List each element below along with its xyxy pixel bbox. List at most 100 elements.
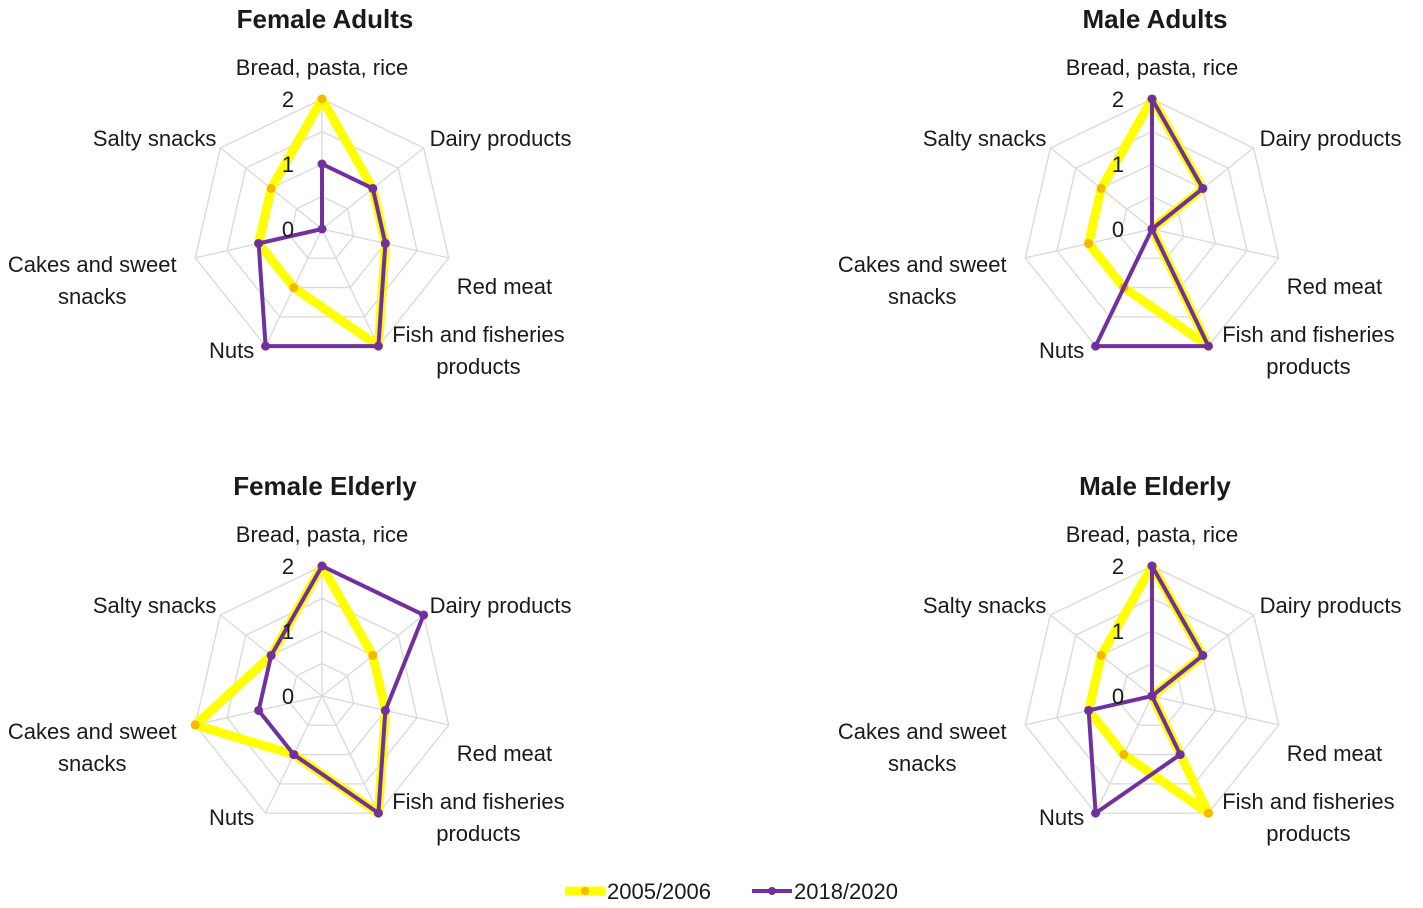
panel-title: Female Elderly [233, 471, 417, 501]
data-point [317, 159, 327, 169]
series-line [1086, 564, 1205, 816]
data-point [254, 238, 264, 248]
tick-label: 0 [282, 217, 294, 242]
tick-label: 0 [282, 684, 294, 709]
legend-label: 2018/2020 [794, 879, 898, 904]
data-point [1203, 341, 1213, 351]
series-2018-2020 [254, 561, 429, 818]
category-label-dairy-products: Dairy products [1260, 126, 1402, 151]
series-line [256, 564, 426, 816]
category-label-red-meat: Red meat [1287, 741, 1382, 766]
panel-title: Female Adults [237, 4, 414, 34]
data-point [368, 650, 378, 660]
data-point [1119, 750, 1129, 760]
grid-ring [1024, 565, 1280, 814]
panel-title: Male Adults [1083, 4, 1228, 34]
data-point [1198, 183, 1208, 193]
category-label-bread-pasta-rice: Bread, pasta, rice [236, 55, 408, 80]
data-point [317, 224, 327, 234]
grid-ring [289, 195, 355, 259]
grid-ring [289, 662, 355, 726]
tick-label: 2 [282, 554, 294, 579]
data-point [373, 341, 383, 351]
data-point [1084, 705, 1094, 715]
data-point [289, 283, 299, 293]
data-point [380, 238, 390, 248]
tick-label: 2 [1112, 554, 1124, 579]
data-point [317, 561, 327, 571]
legend-item-2018-2020: 2018/2020 [752, 879, 898, 904]
data-point [1147, 224, 1157, 234]
category-label-nuts: Nuts [209, 338, 254, 363]
category-label-red-meat: Red meat [1287, 274, 1382, 299]
tick-label: 0 [1112, 684, 1124, 709]
data-point [289, 750, 299, 760]
category-label-dairy-products: Dairy products [430, 126, 572, 151]
data-point [1203, 808, 1213, 818]
data-point [1147, 561, 1157, 571]
legend-marker [581, 887, 589, 895]
legend: 2005/2006 2018/2020 [565, 879, 898, 904]
data-point [1091, 341, 1101, 351]
tick-label: 0 [1112, 217, 1124, 242]
grid-spoke [1151, 695, 1279, 726]
data-point [261, 341, 271, 351]
tick-label: 1 [282, 619, 294, 644]
grid-ring [226, 130, 418, 318]
data-point [254, 705, 264, 715]
series-2018-2020 [1091, 94, 1213, 351]
grid-ring [226, 597, 418, 785]
grid-spoke [1151, 228, 1279, 259]
grid-spoke [321, 228, 379, 347]
data-point [1084, 238, 1094, 248]
category-label-bread-pasta-rice: Bread, pasta, rice [1066, 55, 1238, 80]
legend-marker [768, 887, 776, 895]
series-2018-2020 [1084, 561, 1208, 818]
category-label-salty-snacks: Salty snacks [93, 126, 217, 151]
data-point [190, 720, 200, 730]
category-label-nuts: Nuts [1039, 338, 1084, 363]
category-label-salty-snacks: Salty snacks [93, 593, 217, 618]
data-point [1147, 691, 1157, 701]
grid-ring [1056, 130, 1248, 318]
category-label-dairy-products: Dairy products [1260, 593, 1402, 618]
category-label-red-meat: Red meat [457, 274, 552, 299]
data-point [380, 705, 390, 715]
grid-ring [194, 565, 450, 814]
data-point [419, 610, 429, 620]
data-point [266, 650, 276, 660]
category-label-nuts: Nuts [209, 805, 254, 830]
tick-label: 1 [282, 152, 294, 177]
category-label-nuts: Nuts [1039, 805, 1084, 830]
legend-item-2005-2006: 2005/2006 [565, 879, 711, 904]
legend-label: 2005/2006 [607, 879, 711, 904]
series-2018-2020 [254, 159, 390, 351]
category-label-salty-snacks: Salty snacks [923, 593, 1047, 618]
category-label-bread-pasta-rice: Bread, pasta, rice [236, 522, 408, 547]
grid-ring [1056, 597, 1248, 785]
data-point [1096, 183, 1106, 193]
grid-spoke [321, 695, 379, 814]
data-point [368, 183, 378, 193]
data-point [1091, 808, 1101, 818]
data-point [317, 94, 327, 104]
data-point [1175, 750, 1185, 760]
data-point [373, 808, 383, 818]
data-point [1147, 94, 1157, 104]
tick-label: 1 [1112, 619, 1124, 644]
tick-label: 2 [1112, 87, 1124, 112]
